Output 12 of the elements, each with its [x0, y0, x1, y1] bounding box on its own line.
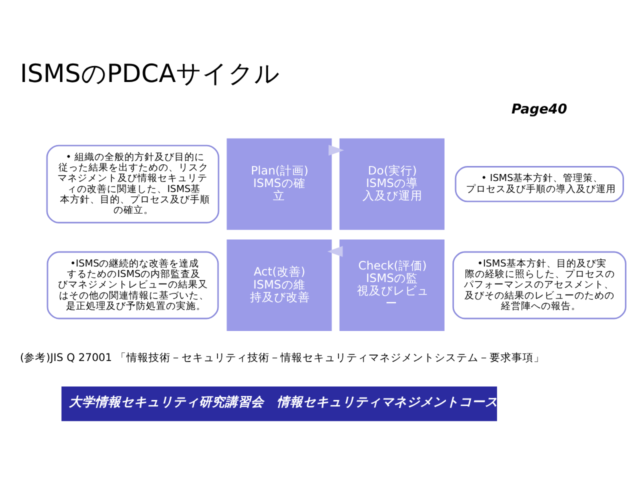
node-box: • ISMS基本方針、管理策、プロセス及び手順の導入及び運用	[454, 166, 624, 202]
node-box: •ISMSの継続的な改善を達成するためのISMSの内部監査及びマネジメントレビューの結果又はその他の関連情報に基づいた、是正処理及び予防処置の実施。	[46, 251, 219, 320]
arrow	[327, 246, 343, 257]
label: (参考)JIS Q 27001 「情報技術－セキュリティ技術－情報セキュリティマネジメントシステム－要求事項」	[20, 352, 544, 364]
node-box: Act(改善) ISMSの維持及び改善	[226, 240, 332, 332]
label: 大学情報セキュリティ研究講習会 情報セキュリティマネジメントコース	[69, 394, 498, 410]
node-box: Do(実行) ISMSの導入及び運用	[339, 138, 445, 230]
arrow	[328, 144, 344, 156]
diagram-title: ISMSのPDCAサイクル	[20, 58, 280, 88]
node-box: • 組織の全般的方針及び目的に従った結果を出すための、リスクマネジメント及び情報セキュリティの改善に関連した、ISMS基本方針、目的、プロセス及び手順の確立。	[46, 144, 220, 224]
label: Page40	[511, 101, 568, 118]
node-box: •ISMS基本方針、目的及び実際の経験に照らした、プロセスのパフォーマンスのアセスメント、及びその結果のレビューのための経営陣への報告。	[452, 251, 626, 320]
